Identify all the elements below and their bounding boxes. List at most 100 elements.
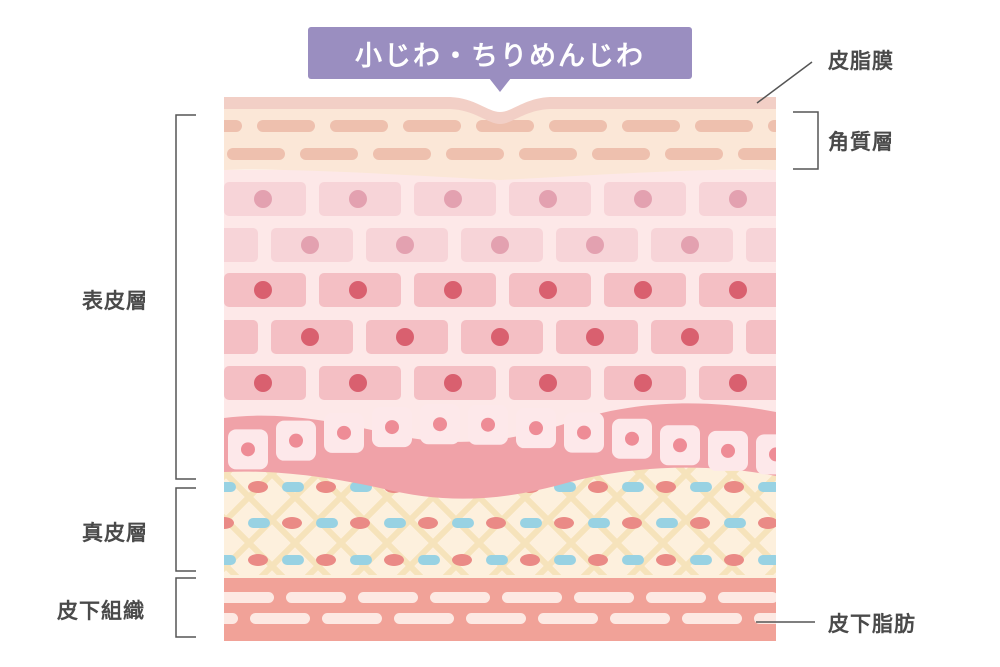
elastin-fiber: [622, 482, 644, 492]
collagen-fiber: [856, 460, 976, 580]
cell-nucleus: [444, 281, 462, 299]
cell-nucleus: [444, 374, 462, 392]
basal-nucleus: [337, 425, 351, 440]
fat-cell: [394, 613, 454, 624]
basal-nucleus: [289, 433, 303, 448]
subcutaneous-bracket: [175, 577, 196, 638]
fibroblast: [656, 554, 676, 566]
fibroblast: [724, 554, 744, 566]
fat-cell: [224, 592, 274, 603]
cell-nucleus: [729, 190, 747, 208]
cell-nucleus: [349, 374, 367, 392]
corneum-dash: [373, 148, 431, 160]
basal-cell: [756, 434, 776, 475]
cell-nucleus: [349, 190, 367, 208]
fat-cell: [430, 592, 490, 603]
cell-nucleus: [254, 190, 272, 208]
fat-cell: [682, 613, 742, 624]
fibroblast: [588, 554, 608, 566]
elastin-fiber: [248, 518, 270, 528]
corneum-dashes: [154, 120, 776, 160]
epidermis-cell: [224, 320, 258, 354]
collagen-fiber: [810, 460, 930, 580]
elastin-fiber: [282, 482, 304, 492]
elastin-fiber: [350, 555, 372, 565]
fibroblast: [554, 517, 574, 529]
cell-nucleus: [254, 374, 272, 392]
epidermis-layer: [224, 170, 776, 450]
cell-nucleus: [634, 190, 652, 208]
epidermis-cell: [746, 320, 776, 354]
epidermis-bracket: [175, 114, 196, 480]
cell-nucleus: [396, 328, 414, 346]
elastin-fiber: [588, 518, 610, 528]
subcutaneous-layer: [224, 578, 776, 641]
corneum-bracket: [793, 111, 819, 170]
basal-nucleus: [385, 420, 399, 435]
cell-nucleus: [301, 236, 319, 254]
basal-nucleus: [481, 417, 495, 432]
dermis-bracket: [175, 487, 196, 572]
corneum-dash: [154, 148, 212, 160]
fat-dashes: [224, 592, 776, 624]
cell-nucleus: [349, 281, 367, 299]
title-banner: 小じわ・ちりめんじわ: [308, 27, 692, 79]
title-pointer: [489, 78, 511, 92]
fibroblast: [486, 517, 506, 529]
dermis-cells: [224, 481, 776, 566]
cell-nucleus: [539, 281, 557, 299]
fibroblast: [316, 481, 336, 493]
cell-nucleus: [539, 374, 557, 392]
fibroblast: [588, 481, 608, 493]
collagen-fiber: [856, 460, 976, 580]
collagen-fiber: [764, 563, 776, 575]
fat-cell: [754, 613, 776, 624]
basal-nucleus: [241, 442, 255, 457]
basal-nucleus: [433, 417, 447, 432]
basal-layer: [224, 403, 776, 499]
corneum-dash: [519, 148, 577, 160]
fibroblast: [248, 481, 268, 493]
cell-nucleus: [254, 281, 272, 299]
label-sebum-film: 皮脂膜: [828, 49, 894, 73]
collagen-fiber: [715, 460, 776, 523]
fibroblast: [282, 517, 302, 529]
stratum-corneum-layer: [154, 108, 776, 180]
fibroblast: [224, 517, 234, 529]
corneum-dash: [665, 148, 723, 160]
label-subcutaneous-tissue: 皮下組織: [57, 599, 145, 623]
elastin-fiber: [724, 518, 746, 528]
fat-cell: [286, 592, 346, 603]
cell-nucleus: [444, 190, 462, 208]
fat-cell: [574, 592, 634, 603]
cell-nucleus: [396, 236, 414, 254]
basal-nucleus: [721, 443, 735, 458]
elastin-fiber: [452, 518, 474, 528]
corneum-dash: [695, 120, 753, 132]
corneum-dash: [768, 120, 776, 132]
corneum-dash: [592, 148, 650, 160]
fibroblast: [622, 517, 642, 529]
label-dermis: 真皮層: [82, 521, 148, 545]
elastin-fiber: [656, 518, 678, 528]
fat-cell: [646, 592, 706, 603]
cell-nucleus: [491, 236, 509, 254]
corneum-dash: [300, 148, 358, 160]
fat-cell: [718, 592, 776, 603]
elastin-fiber: [384, 518, 406, 528]
corneum-dash: [227, 148, 285, 160]
elastin-fiber: [554, 555, 576, 565]
fat-cell: [502, 592, 562, 603]
elastin-fiber: [418, 555, 440, 565]
title-text: 小じわ・ちりめんじわ: [355, 40, 645, 72]
epidermis-cells: [224, 182, 776, 400]
cell-nucleus: [491, 328, 509, 346]
cell-nucleus: [634, 281, 652, 299]
elastin-fiber: [224, 555, 236, 565]
subcutaneous-background: [224, 578, 776, 641]
fibroblast: [520, 554, 540, 566]
sebum-pointer-line: [756, 61, 813, 104]
cell-nucleus: [586, 328, 604, 346]
